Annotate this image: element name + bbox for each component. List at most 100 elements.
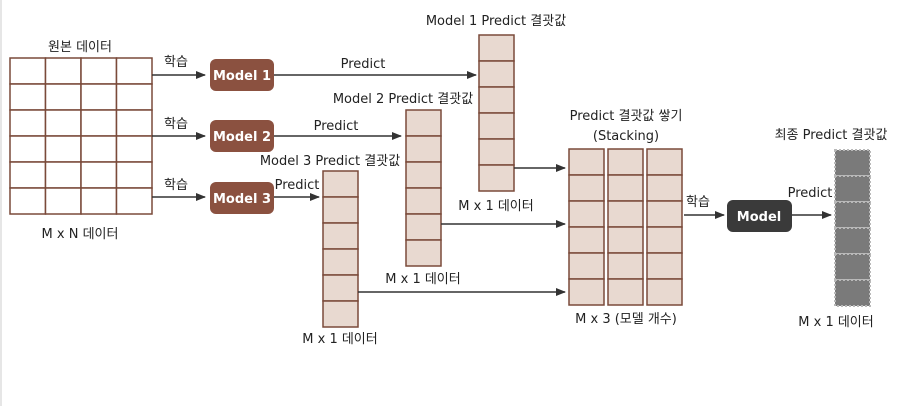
predict-label-2: Predict (314, 119, 359, 134)
stack-cell (646, 200, 683, 228)
column-cell (405, 187, 442, 215)
source-grid-cell (115, 187, 153, 215)
column-cell (322, 222, 359, 250)
source-grid-cell (44, 187, 82, 215)
source-grid-cell (44, 57, 82, 85)
column-cell (478, 164, 515, 192)
source-grid-cell (9, 57, 47, 85)
stacked-predictions (568, 148, 683, 306)
source-grid-cell (115, 83, 153, 111)
final-column-cell (834, 201, 871, 229)
source-dims-label: M x N 데이터 (42, 227, 119, 242)
model-1-predict-column (478, 34, 515, 192)
source-grid-cell (80, 161, 118, 189)
final-dims-label: M x 1 데이터 (798, 315, 873, 330)
model-2-box: Model 2 (210, 120, 274, 152)
source-grid-cell (80, 57, 118, 85)
stack-cell (607, 226, 644, 254)
source-grid-cell (115, 135, 153, 163)
stack-cell (568, 174, 605, 202)
column-cell (478, 86, 515, 114)
model-3-column-dims: M x 1 데이터 (302, 332, 377, 347)
column-cell (478, 60, 515, 88)
source-grid-cell (9, 109, 47, 137)
source-grid-cell (9, 83, 47, 111)
stack-cell (646, 278, 683, 306)
stack-cell (607, 148, 644, 176)
final-column-cell (834, 253, 871, 281)
source-grid-cell (9, 161, 47, 189)
model-2-predict-column (405, 109, 442, 267)
train-label-1: 학습 (164, 55, 188, 70)
final-column-cell (834, 149, 871, 177)
column-cell (322, 300, 359, 328)
stack-cell (646, 174, 683, 202)
column-cell (322, 248, 359, 276)
column-cell (405, 135, 442, 163)
stack-cell (568, 226, 605, 254)
stack-cell (568, 200, 605, 228)
train-label-3: 학습 (164, 178, 188, 193)
stack-cell (607, 278, 644, 306)
stack-cell (607, 252, 644, 280)
final-predict-label: Predict (788, 186, 833, 201)
model-2-result-label: Model 2 Predict 결괏값 (333, 92, 473, 107)
stack-cell (568, 278, 605, 306)
source-grid-cell (80, 135, 118, 163)
source-grid-cell (115, 57, 153, 85)
column-cell (478, 34, 515, 62)
predict-label-3: Predict (275, 178, 320, 193)
model-3-label: Model 3 (213, 192, 271, 207)
source-grid-cell (44, 83, 82, 111)
source-data-grid (9, 57, 153, 215)
model-3-predict-column (322, 170, 359, 328)
source-grid-cell (115, 109, 153, 137)
final-model-label: Model (737, 210, 781, 225)
stack-cell (646, 148, 683, 176)
final-model-box: Model (727, 200, 792, 232)
stack-cell (607, 200, 644, 228)
source-grid-cell (115, 161, 153, 189)
model-1-label: Model 1 (213, 69, 271, 84)
stack-cell (568, 148, 605, 176)
final-title: 최종 Predict 결괏값 (775, 128, 888, 143)
column-cell (478, 112, 515, 140)
model-1-box: Model 1 (210, 59, 274, 91)
final-column-cell (834, 279, 871, 307)
column-cell (478, 138, 515, 166)
model-2-label: Model 2 (213, 130, 271, 145)
column-cell (322, 196, 359, 224)
source-grid-cell (44, 109, 82, 137)
model-2-column-dims: M x 1 데이터 (385, 272, 460, 287)
model-3-box: Model 3 (210, 182, 274, 214)
column-cell (405, 109, 442, 137)
stack-cell (646, 226, 683, 254)
source-grid-cell (44, 135, 82, 163)
column-cell (405, 239, 442, 267)
source-label: 원본 데이터 (48, 40, 112, 55)
stack-dims-label: M x 3 (모델 개수) (575, 312, 677, 327)
column-cell (322, 170, 359, 198)
stack-cell (568, 252, 605, 280)
column-cell (405, 213, 442, 241)
column-cell (405, 161, 442, 189)
source-grid-cell (44, 161, 82, 189)
stack-cell (607, 174, 644, 202)
stack-title-line2: (Stacking) (593, 129, 659, 144)
source-grid-cell (9, 135, 47, 163)
final-column-cell (834, 227, 871, 255)
stack-title-line1: Predict 결괏값 쌓기 (570, 109, 683, 124)
source-grid-cell (80, 109, 118, 137)
final-train-label: 학습 (686, 195, 710, 210)
train-label-2: 학습 (164, 117, 188, 132)
final-predict-column (834, 149, 871, 307)
model-3-result-label: Model 3 Predict 결괏값 (260, 154, 400, 169)
model-1-result-label: Model 1 Predict 결괏값 (426, 14, 566, 29)
stack-cell (646, 252, 683, 280)
model-1-column-dims: M x 1 데이터 (458, 199, 533, 214)
source-grid-cell (80, 83, 118, 111)
source-grid-cell (9, 187, 47, 215)
final-column-cell (834, 175, 871, 203)
source-grid-cell (80, 187, 118, 215)
